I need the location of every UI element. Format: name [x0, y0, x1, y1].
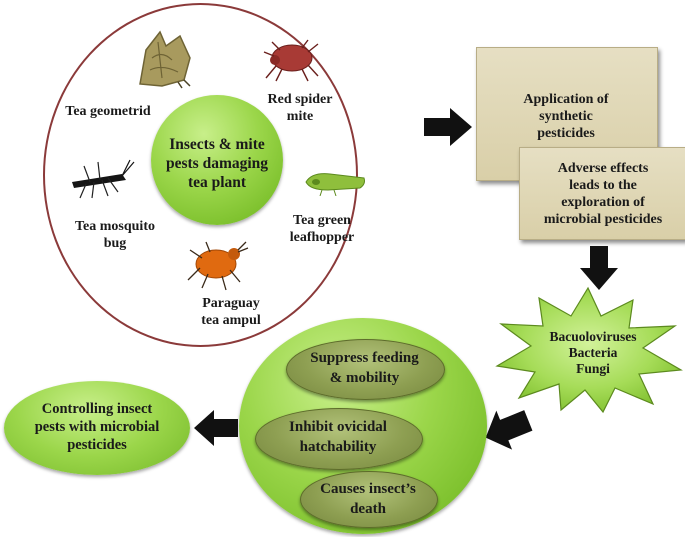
effect-label-death: Causes insect’s death: [320, 481, 416, 517]
microbe-list-label: Bacuoloviruses Bacteria Fungi: [549, 329, 637, 376]
pest-label-paraguay-tea-ampul: Paraguay tea ampul: [201, 296, 261, 328]
effect-pill-hatchability: [255, 408, 423, 470]
effect-pill-death: [300, 471, 438, 528]
tea-green-leafhopper-image: [305, 173, 365, 196]
pest-label-tea-geometrid: Tea geometrid: [65, 104, 151, 119]
arrow-right-icon: [424, 108, 472, 146]
red-spider-mite-image: [263, 39, 319, 82]
center-circle: [151, 95, 283, 225]
tea-geometrid-image: [139, 30, 191, 89]
paraguay-tea-ampul-image: [187, 241, 249, 291]
effect-label-feeding: Suppress feeding & mobility: [310, 350, 419, 386]
effect-label-hatchability: Inhibit ovicidal hatchability: [289, 419, 387, 455]
pest-label-red-spider-mite: Red spider mite: [267, 92, 333, 124]
arrow-down-left-icon: [485, 410, 533, 450]
pest-label-tea-mosquito-bug: Tea mosquito bug: [74, 219, 155, 251]
adverse-effects-label: Adverse effects leads to the exploration…: [543, 161, 663, 227]
tea-mosquito-bug-image: [72, 159, 135, 199]
synthetic-pesticides-label: Application of synthetic pesticides: [523, 92, 609, 141]
arrow-down-icon: [580, 246, 618, 290]
outcome-label: Controlling insect pests with microbial …: [34, 401, 160, 453]
pest-label-tea-green-leafhopper: Tea green leafhopper: [289, 213, 355, 245]
arrow-left-icon: [194, 410, 238, 446]
adverse-effects-box: [519, 147, 685, 240]
outcome-ellipse: [4, 381, 190, 475]
microbe-starburst: [495, 286, 683, 414]
effect-pill-feeding: [286, 339, 445, 400]
center-label: Insects & mite pests damaging tea plant: [165, 136, 269, 191]
